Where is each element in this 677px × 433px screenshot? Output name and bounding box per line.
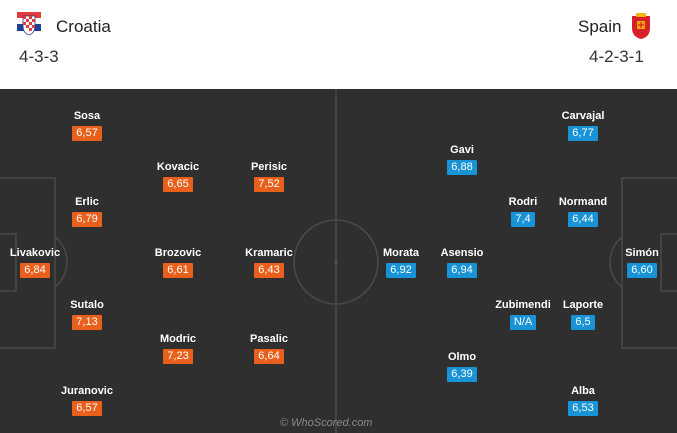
away-team-name[interactable]: Spain [578,17,622,36]
player-rating: 6,94 [447,263,477,278]
player-simon[interactable]: Simón 6,60 [607,247,677,278]
player-laporte[interactable]: Laporte 6,5 [548,299,618,330]
pitch: Livakovic 6,84 Sosa 6,57 Erlic 6,79 Suta… [0,89,677,433]
player-rating: 6,64 [254,349,284,364]
watermark: © WhoScored.com [280,417,373,429]
player-rating: 7,4 [511,212,535,227]
player-name: Laporte [562,299,604,311]
player-rating: 6,57 [72,126,102,141]
player-carvajal[interactable]: Carvajal 6,77 [548,110,618,141]
player-name: Zubimendi [495,299,551,311]
player-name: Livakovic [9,247,61,259]
player-zubimendi[interactable]: Zubimendi N/A [488,299,558,330]
player-rating: 6,44 [568,212,598,227]
home-team-name[interactable]: Croatia [56,17,111,36]
player-sutalo[interactable]: Sutalo 7,13 [52,299,122,330]
player-rating: 6,65 [163,177,193,192]
player-name: Olmo [447,351,477,363]
player-rating: 7,13 [72,315,102,330]
player-name: Carvajal [561,110,605,122]
match-header: Croatia 4-3-3 Spain 4-2-3-1 [0,0,677,88]
player-name: Asensio [440,247,484,259]
player-perisic[interactable]: Perisic 7,52 [234,161,304,192]
player-erlic[interactable]: Erlic 6,79 [52,196,122,227]
player-name: Juranovic [61,385,113,397]
player-rating: 7,52 [254,177,284,192]
player-rating: 6,53 [568,401,598,416]
player-name: Normand [558,196,608,208]
player-gavi[interactable]: Gavi 6,88 [427,144,497,175]
home-formation: 4-3-3 [19,47,59,66]
pitch-lines [0,89,677,433]
player-name: Kramaric [245,247,293,259]
player-name: Brozovic [154,247,202,259]
player-rodri[interactable]: Rodri 7,4 [488,196,558,227]
player-livakovic[interactable]: Livakovic 6,84 [0,247,70,278]
croatia-flag-icon [17,12,41,36]
player-pasalic[interactable]: Pasalic 6,64 [234,333,304,364]
player-juranovic[interactable]: Juranovic 6,57 [52,385,122,416]
player-sosa[interactable]: Sosa 6,57 [52,110,122,141]
player-rating: 6,43 [254,263,284,278]
player-rating: 7,23 [163,349,193,364]
player-name: Morata [382,247,420,259]
player-rating: 6,77 [568,126,598,141]
player-name: Perisic [250,161,288,173]
player-name: Sosa [73,110,101,122]
player-name: Erlic [75,196,99,208]
player-rating: 6,5 [571,315,595,330]
player-kovacic[interactable]: Kovacic 6,65 [143,161,213,192]
player-normand[interactable]: Normand 6,44 [548,196,618,227]
player-olmo[interactable]: Olmo 6,39 [427,351,497,382]
player-name: Rodri [508,196,538,208]
away-formation: 4-2-3-1 [589,47,644,66]
player-modric[interactable]: Modric 7,23 [143,333,213,364]
player-rating: 6,39 [447,367,477,382]
player-name: Alba [571,385,595,397]
player-morata[interactable]: Morata 6,92 [366,247,436,278]
player-name: Gavi [450,144,474,156]
spain-crest-icon [632,13,650,39]
player-rating: 6,84 [20,263,50,278]
player-name: Simón [625,247,659,259]
player-brozovic[interactable]: Brozovic 6,61 [143,247,213,278]
player-kramaric[interactable]: Kramaric 6,43 [234,247,304,278]
player-rating: N/A [509,315,537,330]
player-name: Sutalo [70,299,104,311]
player-name: Pasalic [250,333,288,345]
player-asensio[interactable]: Asensio 6,94 [427,247,497,278]
player-rating: 6,57 [72,401,102,416]
player-name: Kovacic [156,161,200,173]
player-rating: 6,60 [627,263,657,278]
player-rating: 6,88 [447,160,477,175]
player-name: Modric [159,333,197,345]
player-rating: 6,79 [72,212,102,227]
player-alba[interactable]: Alba 6,53 [548,385,618,416]
player-rating: 6,61 [163,263,193,278]
player-rating: 6,92 [386,263,416,278]
